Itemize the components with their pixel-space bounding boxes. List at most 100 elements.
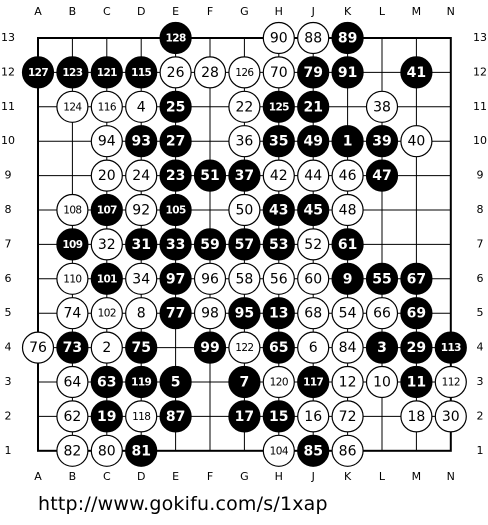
black-stone: [159, 125, 192, 158]
black-stone: [159, 193, 192, 227]
move-number: 110: [63, 273, 81, 285]
white-stone: [297, 21, 330, 55]
black-stone: [228, 297, 261, 330]
row-label: 6: [477, 272, 484, 285]
move-number: 3: [377, 340, 387, 356]
move-number: 37: [235, 168, 254, 184]
white-stone: [125, 193, 158, 227]
black-stone: [331, 21, 364, 55]
move-number: 98: [201, 306, 219, 322]
black-stone: [400, 262, 433, 295]
black-stone: [90, 365, 123, 399]
white-stone: [125, 297, 158, 330]
move-number: 6: [309, 340, 318, 356]
black-stone: [331, 228, 364, 261]
move-number: 86: [339, 443, 357, 459]
black-stone: [262, 125, 295, 158]
white-stone: [56, 90, 89, 123]
white-stone: [90, 228, 123, 261]
move-number: 51: [200, 168, 219, 184]
white-stone: [90, 434, 123, 467]
black-stone: [159, 90, 192, 123]
move-number: 43: [269, 203, 288, 219]
column-label: B: [69, 470, 77, 483]
move-number: 55: [372, 271, 391, 287]
move-number: 28: [201, 65, 219, 81]
move-number: 90: [270, 31, 288, 47]
move-number: 66: [373, 306, 391, 322]
move-number: 33: [166, 237, 185, 253]
white-stone: [125, 159, 158, 192]
source-url[interactable]: http://www.gokifu.com/s/1xap: [38, 493, 328, 515]
black-stone: [262, 297, 295, 330]
row-label: 9: [477, 169, 484, 182]
white-stone: [297, 228, 330, 261]
move-number: 121: [97, 67, 117, 79]
move-number: 34: [132, 271, 150, 287]
black-stone: [159, 262, 192, 295]
column-label: F: [207, 5, 213, 18]
move-number: 72: [339, 409, 357, 425]
white-stone: [125, 400, 158, 433]
column-label: M: [412, 470, 422, 483]
move-number: 49: [303, 134, 322, 150]
black-stone: [365, 125, 399, 158]
white-stone: [297, 262, 330, 295]
white-stone: [262, 434, 295, 467]
row-label: 4: [477, 341, 484, 354]
black-stone: [297, 434, 330, 467]
white-stone: [159, 56, 192, 89]
move-number: 74: [63, 306, 81, 322]
column-label: J: [311, 5, 315, 18]
column-label: K: [344, 470, 352, 483]
move-number: 89: [338, 31, 357, 47]
row-label: 1: [477, 444, 484, 457]
move-number: 93: [131, 134, 150, 150]
row-label: 13: [1, 31, 15, 44]
black-stone: [90, 400, 123, 433]
move-number: 24: [132, 168, 150, 184]
row-label: 8: [5, 203, 12, 216]
black-stone: [331, 125, 364, 158]
row-label: 12: [473, 65, 487, 78]
black-stone: [297, 56, 330, 89]
move-number: 127: [28, 67, 48, 79]
move-number: 75: [131, 340, 150, 356]
black-stone: [262, 400, 295, 433]
black-stone: [331, 262, 364, 295]
black-stone: [365, 331, 399, 364]
move-number: 59: [200, 237, 219, 253]
column-label: E: [172, 5, 179, 18]
move-number: 85: [303, 443, 322, 459]
move-number: 123: [62, 67, 82, 79]
column-label: G: [240, 5, 249, 18]
move-number: 101: [97, 273, 117, 285]
column-label: F: [207, 470, 213, 483]
black-stone: [400, 56, 433, 89]
black-stone: [262, 228, 295, 261]
white-stone: [90, 90, 123, 123]
white-stone: [331, 193, 364, 227]
column-label: N: [447, 470, 455, 483]
white-stone: [228, 125, 261, 158]
black-stone: [90, 262, 123, 295]
white-stone: [262, 365, 295, 399]
white-stone: [125, 262, 158, 295]
move-number: 91: [338, 65, 357, 81]
move-number: 84: [339, 340, 357, 356]
move-number: 54: [339, 306, 357, 322]
black-stone: [400, 331, 433, 364]
move-number: 67: [407, 271, 426, 287]
move-number: 39: [372, 134, 391, 150]
column-label: D: [137, 470, 145, 483]
move-number: 18: [407, 409, 425, 425]
move-number: 23: [166, 168, 185, 184]
white-stone: [56, 297, 89, 330]
move-number: 21: [303, 99, 322, 115]
move-number: 117: [303, 377, 323, 389]
black-stone: [365, 159, 399, 192]
row-label: 11: [473, 100, 487, 113]
white-stone: [228, 262, 261, 295]
move-number: 2: [102, 340, 111, 356]
black-stone: [125, 125, 158, 158]
